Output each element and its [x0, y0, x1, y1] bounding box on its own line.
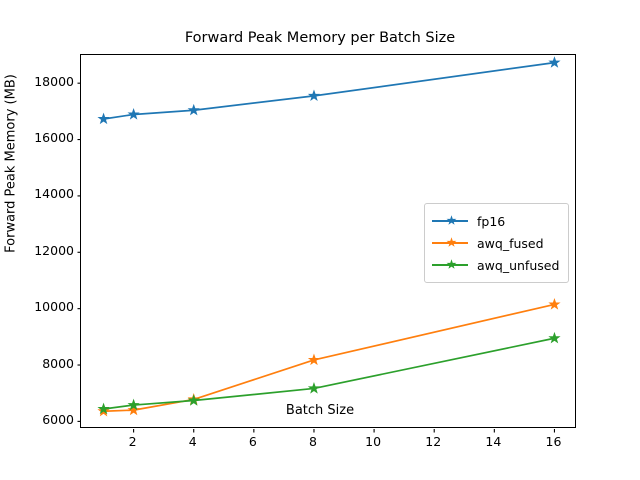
x-tick-label: 12 — [425, 434, 442, 449]
x-tick-label: 6 — [248, 434, 257, 449]
legend-star-icon — [446, 237, 457, 247]
legend-label: awq_unfused — [477, 257, 560, 273]
series-fp16 — [97, 56, 561, 125]
data-point-marker — [307, 89, 321, 102]
data-point-marker — [187, 394, 200, 406]
data-point-marker — [307, 353, 321, 366]
data-point-marker — [548, 331, 561, 344]
series-line — [102, 61, 556, 120]
legend-label: fp16 — [477, 213, 506, 229]
legend-swatch — [432, 258, 468, 272]
data-point-marker — [548, 56, 561, 68]
y-axis-label: Forward Peak Memory (MB) — [3, 74, 19, 253]
legend-star-icon — [446, 259, 457, 269]
x-tick-label: 10 — [365, 434, 382, 449]
x-axis-label: Batch Size — [285, 403, 355, 418]
data-point-marker — [187, 103, 200, 116]
y-tick-label: 6000 — [42, 411, 74, 427]
y-tick-label: 18000 — [34, 73, 74, 89]
plot-area — [77, 54, 576, 433]
data-point-marker — [97, 402, 110, 415]
legend-star-icon — [446, 215, 457, 225]
series-awq_unfused — [97, 331, 561, 415]
chart-title: Forward Peak Memory per Batch Size — [184, 30, 456, 46]
data-point-marker — [548, 298, 561, 310]
series-line — [102, 303, 556, 413]
legend-swatch — [432, 236, 468, 250]
series-line — [102, 337, 556, 410]
y-tick-label: 10000 — [34, 299, 74, 315]
series-layer — [97, 56, 561, 417]
x-tick-label: 2 — [128, 434, 137, 449]
chart-legend[interactable]: fp16 awq_fused awq_unfused — [424, 203, 570, 283]
y-tick-label: 12000 — [34, 242, 74, 258]
data-point-marker — [307, 382, 321, 394]
axis-ticks — [77, 82, 556, 433]
legend-item-fp16[interactable]: fp16 — [432, 210, 559, 232]
data-point-marker — [127, 403, 140, 416]
legend-item-awq_unfused[interactable]: awq_unfused — [432, 254, 559, 276]
legend-item-awq_fused[interactable]: awq_fused — [432, 232, 559, 254]
x-tick-label: 8 — [308, 434, 317, 449]
plot-canvas — [77, 56, 561, 433]
x-tick-label: 14 — [485, 434, 502, 449]
x-tick-label: 4 — [188, 434, 197, 449]
y-tick-label: 16000 — [34, 130, 74, 146]
x-tick-label: 16 — [545, 434, 562, 449]
y-tick-label: 14000 — [34, 186, 74, 202]
legend-label: awq_fused — [477, 235, 544, 251]
series-awq_fused — [97, 298, 561, 417]
data-point-marker — [127, 108, 140, 120]
y-tick-label: 8000 — [42, 355, 74, 371]
legend-swatch — [432, 214, 468, 228]
data-point-marker — [97, 112, 110, 125]
data-point-marker — [127, 398, 140, 411]
